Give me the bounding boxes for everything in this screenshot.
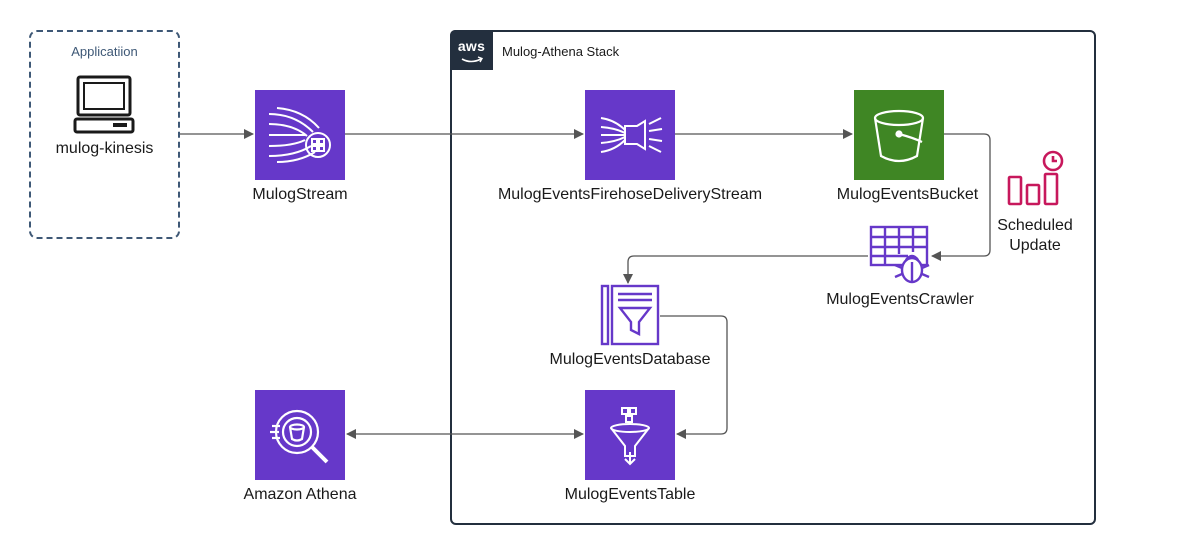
application-group [29,30,180,239]
kinesis-data-streams-icon [255,90,345,180]
glue-data-catalog-icon [600,284,660,346]
athena-label: Amazon Athena [243,486,357,503]
arrow-crawler-to-database [623,255,868,284]
arrow-bucket-to-crawler [931,133,991,261]
database-label: MulogEventsDatabase [549,351,711,368]
scheduled-chart-icon [1007,150,1064,206]
firehose-label: MulogEventsFirehoseDeliveryStream [497,186,763,203]
scheduled-label: Scheduled Update [997,217,1073,254]
kinesis-firehose-icon [585,90,675,180]
aws-stack-title: Mulog-Athena Stack [502,44,620,59]
application-group-title: Applicatiion [71,44,138,59]
s3-bucket-icon [854,90,944,180]
aws-logo-icon: aws [450,30,493,70]
arrow-database-to-table [660,315,728,439]
glue-crawler-icon [869,225,930,284]
bucket-label: MulogEventsBucket [836,186,979,203]
aws-stack-group [450,30,1096,525]
athena-icon [255,390,345,480]
glue-table-icon [585,390,675,480]
client-label: mulog-kinesis [55,140,154,157]
laptop-icon [73,75,135,134]
aws-badge-text: aws [457,38,486,54]
table-label: MulogEventsTable [564,486,696,503]
crawler-label: MulogEventsCrawler [826,291,974,308]
stream-label: MulogStream [252,186,348,203]
